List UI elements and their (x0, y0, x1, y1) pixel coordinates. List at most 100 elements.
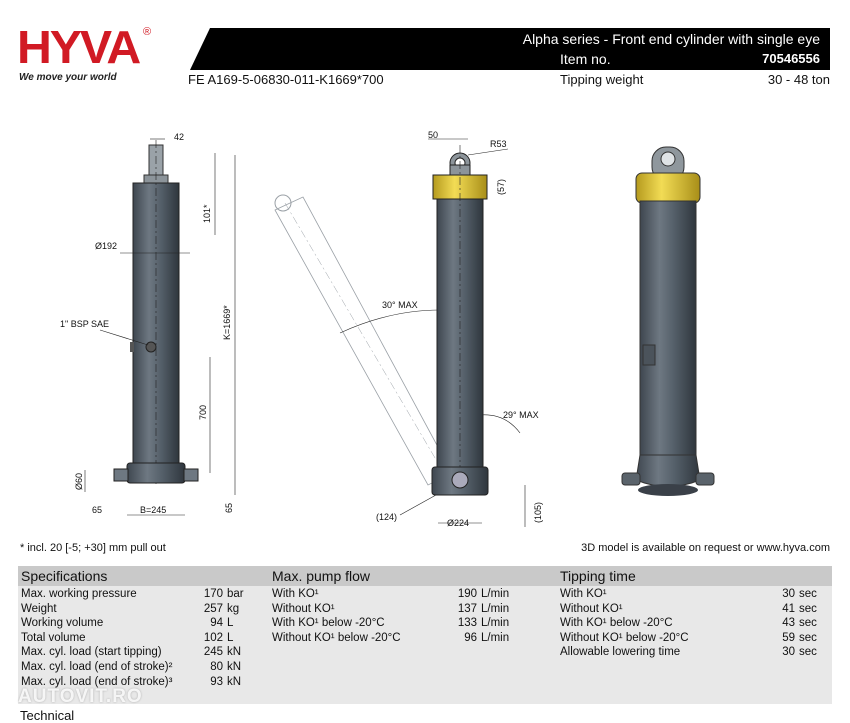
item-label: Item no. (560, 51, 611, 67)
dim-65a: 65 (92, 505, 102, 515)
table-row: Max. cyl. load (start tipping) 245 kN (21, 645, 257, 660)
spec-unit: kN (227, 646, 242, 659)
spec-name: Total volume (21, 631, 86, 644)
time-value: 41 (782, 602, 795, 615)
spec-name: Max. cyl. load (start tipping) (21, 646, 162, 659)
table-row: Working volume 94 L (21, 616, 257, 631)
time-value: 59 (782, 631, 795, 644)
logo-registered-mark: ® (143, 26, 152, 38)
dim-105: (105) (533, 502, 543, 523)
tipping-weight-label: Tipping weight (560, 72, 644, 87)
dim-224: Ø224 (447, 518, 469, 528)
table-row: Total volume 102 L (21, 631, 257, 646)
cylinder-front-view: 50 R53 (57) Ø224 (124) (105) (376, 130, 543, 528)
dim-42: 42 (174, 132, 184, 142)
table-row: Max. cyl. load (end of stroke)² 80 kN (21, 660, 257, 675)
header-bar: Alpha series - Front end cylinder with s… (190, 28, 830, 70)
table-row: With KO¹ 190 L/min (272, 587, 531, 602)
spec-unit: L (227, 617, 234, 630)
flow-value: 137 (457, 602, 477, 615)
spec-value: 80 (210, 660, 223, 673)
technical-drawing: 42 101* K=1669* Ø192 1" BSP SAE 700 Ø60 … (60, 130, 715, 528)
spec-name: Max. cyl. load (end of stroke)² (21, 660, 173, 673)
spec-name: Working volume (21, 617, 104, 630)
spec-unit: bar (227, 588, 244, 600)
time-unit: sec (799, 588, 817, 600)
dim-r53: R53 (490, 139, 507, 149)
time-name: Without KO¹ (560, 602, 623, 615)
spec-value: 245 (203, 646, 223, 659)
dim-60: Ø60 (74, 473, 84, 490)
dim-30-max: 30° MAX (382, 300, 418, 310)
time-name: With KO¹ below -20°C (560, 617, 673, 630)
flow-unit: L/min (481, 588, 510, 600)
flow-name: Without KO¹ below -20°C (272, 631, 401, 644)
header-specifications: Specifications (21, 568, 108, 584)
tipping-time-column: With KO¹ 30 sec Without KO¹ 41 sec With KO¹ … (560, 587, 839, 660)
spec-name: Weight (21, 602, 57, 615)
spec-value: 94 (210, 617, 223, 630)
dim-65b: 65 (224, 503, 234, 513)
watermark: AUTOVIT.RO (18, 686, 143, 707)
spec-unit: kN (227, 660, 242, 673)
specs-table: Specifications Max. pump flow Tipping ti… (18, 566, 832, 704)
hyva-logo: HYVA ® We move your world (15, 12, 165, 87)
dim-k: K=1669* (222, 305, 232, 340)
dim-50: 50 (428, 130, 438, 140)
flow-name: With KO¹ below -20°C (272, 617, 385, 630)
dim-29-max: 29° MAX (503, 410, 539, 420)
header-tipping-time: Tipping time (560, 568, 636, 584)
spec-name: Max. cyl. load (end of stroke)³ (21, 675, 173, 688)
spec-unit: kN (227, 675, 242, 688)
table-row: Weight 257 kg (21, 602, 257, 617)
specs-header-row: Specifications Max. pump flow Tipping ti… (18, 566, 832, 586)
table-row: With KO¹ 30 sec (560, 587, 839, 602)
time-value: 30 (782, 588, 795, 600)
product-title: Alpha series - Front end cylinder with s… (522, 31, 820, 47)
spec-name: Max. working pressure (21, 588, 137, 600)
spec-unit: L (227, 631, 234, 644)
spec-unit: kg (227, 602, 240, 615)
flow-value: 96 (464, 631, 477, 644)
flow-name: With KO¹ (272, 588, 319, 600)
table-row: Max. cyl. load (end of stroke)³ 93 kN (21, 675, 257, 690)
time-unit: sec (799, 631, 817, 644)
time-unit: sec (799, 646, 817, 659)
product-code: FE A169-5-06830-011-K1669*700 (188, 72, 384, 87)
dim-192: Ø192 (95, 241, 117, 251)
dim-57: (57) (496, 179, 506, 195)
time-name: With KO¹ (560, 588, 607, 600)
logo-text: HYVA (17, 21, 141, 73)
flow-value: 190 (457, 588, 477, 600)
cylinder-side-view: 42 101* K=1669* Ø192 1" BSP SAE 700 Ø60 … (60, 132, 236, 516)
header-pump-flow: Max. pump flow (272, 568, 371, 584)
table-row: With KO¹ below -20°C 133 L/min (272, 616, 531, 631)
time-unit: sec (799, 617, 817, 630)
flow-unit: L/min (481, 631, 510, 644)
dim-700: 700 (198, 405, 208, 420)
technical-section-heading: Technical (20, 708, 75, 723)
spec-value: 102 (203, 631, 223, 644)
time-name: Without KO¹ below -20°C (560, 631, 689, 644)
dim-101: 101* (202, 204, 212, 223)
model-note: 3D model is available on request or www.… (581, 542, 830, 554)
spec-value: 93 (210, 675, 223, 688)
tipping-weight-value: 30 - 48 ton (767, 72, 830, 87)
time-value: 43 (782, 617, 795, 630)
spec-value: 257 (203, 602, 223, 615)
dim-124: (124) (376, 512, 397, 522)
time-name: Allowable lowering time (560, 646, 681, 659)
table-row: Without KO¹ below -20°C 59 sec (560, 631, 839, 646)
bsp-label: 1" BSP SAE (60, 319, 109, 329)
flow-name: Without KO¹ (272, 602, 335, 615)
flow-value: 133 (457, 617, 477, 630)
item-number: 70546556 (762, 51, 820, 66)
tilt-range-outline: 30° MAX 29° MAX (274, 194, 539, 486)
flow-unit: L/min (481, 617, 510, 630)
pull-out-footnote: * incl. 20 [-5; +30] mm pull out (20, 542, 166, 554)
